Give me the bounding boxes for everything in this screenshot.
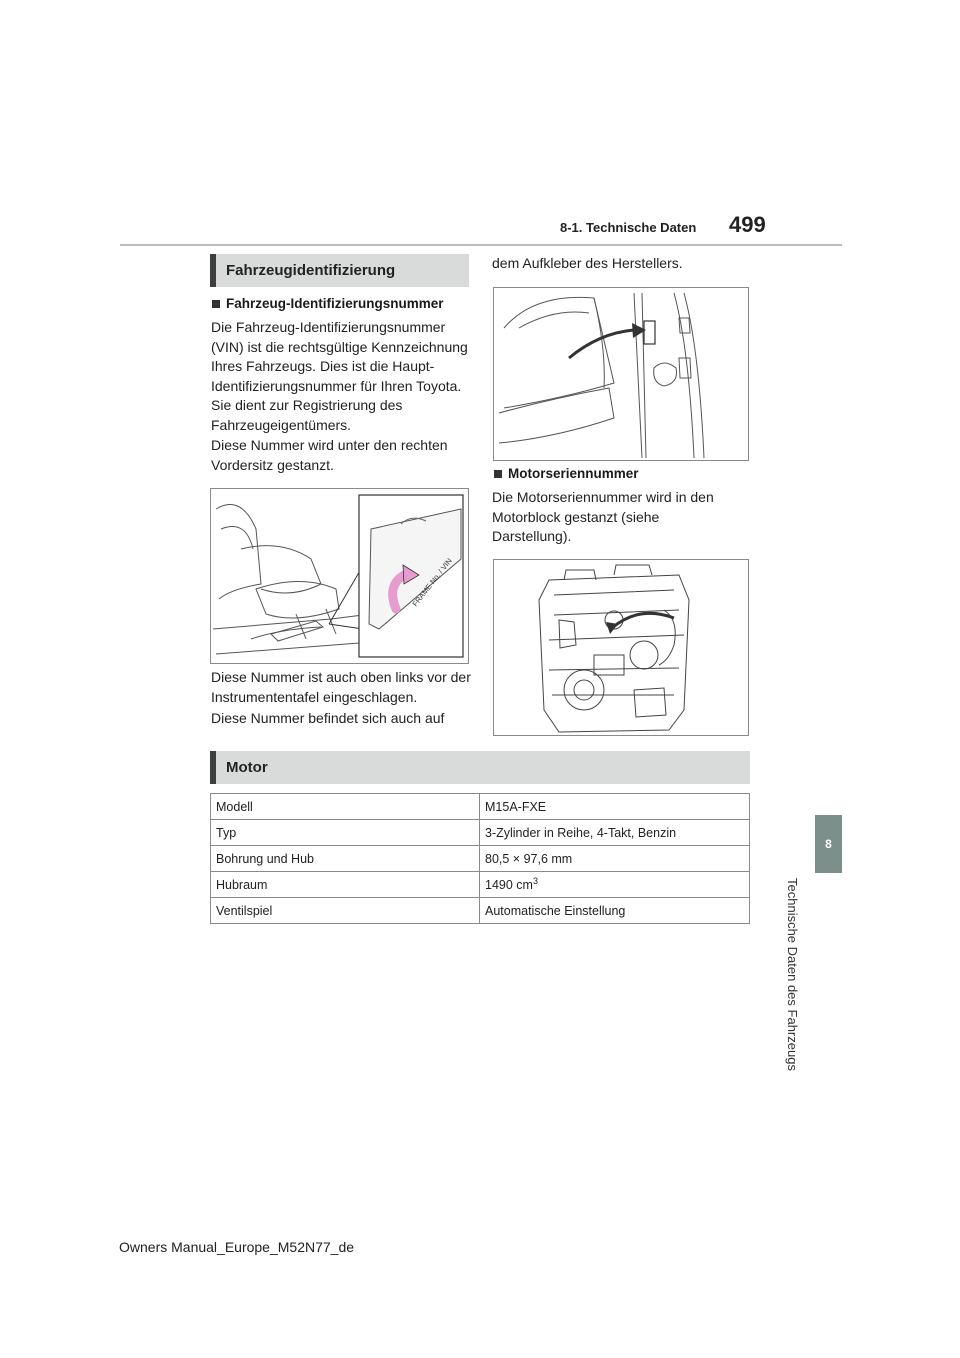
chapter-title: Technische Daten des Fahrzeugs — [785, 878, 800, 1071]
engine-paragraph: Die Motorseriennummer wird in den Motorb… — [492, 489, 714, 544]
header-rule — [120, 244, 842, 246]
vin-heading-text: Fahrzeug-Identifizierungsnummer — [226, 296, 444, 311]
vin-paragraph-2: Diese Nummer wird unter den rechten Vord… — [211, 437, 448, 473]
engine-heading-text: Motorseriennummer — [508, 466, 639, 481]
spec-key: Ventilspiel — [210, 897, 480, 924]
table-row: Ventilspiel Automatische Einstellung — [210, 897, 750, 924]
spec-value: 1490 cm3 — [479, 871, 750, 898]
seat-vin-illustration: FRAME No. / VIN — [210, 488, 469, 664]
section-title: 8-1. Technische Daten — [560, 220, 697, 235]
page-number: 499 — [729, 212, 766, 237]
spec-value: M15A-FXE — [479, 793, 750, 820]
spec-value: 80,5 × 97,6 mm — [479, 845, 750, 872]
section-title-vehicle-id: Fahrzeugidentifizierung — [226, 262, 396, 279]
vin-paragraph-4: Diese Nummer befindet sich auch auf — [211, 710, 445, 726]
vin-paragraph-5: dem Aufkleber des Herstellers. — [492, 255, 683, 271]
section-title-motor: Motor — [226, 759, 268, 776]
spec-key: Bohrung und Hub — [210, 845, 480, 872]
engine-spec-table: Modell M15A-FXE Typ 3-Zylinder in Reihe,… — [210, 793, 750, 924]
table-row: Typ 3-Zylinder in Reihe, 4-Takt, Benzin — [210, 819, 750, 846]
spec-value: Automatische Einstellung — [479, 897, 750, 924]
section-header-vehicle-id: Fahrzeugidentifizierung — [210, 254, 469, 287]
vin-paragraph-1: Die Fahrzeug-Identifizierungsnummer (VIN… — [211, 319, 468, 433]
engine-illustration — [493, 559, 749, 736]
spec-value: 3-Zylinder in Reihe, 4-Takt, Benzin — [479, 819, 750, 846]
footer-document-id: Owners Manual_Europe_M52N77_de — [119, 1239, 355, 1255]
spec-key: Modell — [210, 793, 480, 820]
table-row: Hubraum 1490 cm3 — [210, 871, 750, 898]
chapter-tab: 8 — [815, 815, 842, 873]
spec-key: Hubraum — [210, 871, 480, 898]
spec-value-text: 1490 cm — [485, 878, 533, 893]
vin-paragraph-3: Diese Nummer ist auch oben links vor der… — [211, 669, 471, 705]
engine-heading: Motorseriennummer — [494, 466, 639, 481]
section-accent — [210, 751, 216, 784]
table-row: Modell M15A-FXE — [210, 793, 750, 820]
section-header-motor: Motor — [210, 751, 750, 784]
spec-key: Typ — [210, 819, 480, 846]
vin-heading: Fahrzeug-Identifizierungsnummer — [212, 296, 444, 311]
door-sticker-illustration — [493, 287, 749, 461]
bullet-square-icon — [494, 469, 502, 478]
section-accent — [210, 254, 216, 287]
bullet-square-icon — [212, 299, 220, 308]
table-row: Bohrung und Hub 80,5 × 97,6 mm — [210, 845, 750, 872]
spec-value-superscript: 3 — [532, 876, 538, 887]
chapter-vertical-title: Technische Daten des Fahrzeugs — [780, 878, 804, 1088]
